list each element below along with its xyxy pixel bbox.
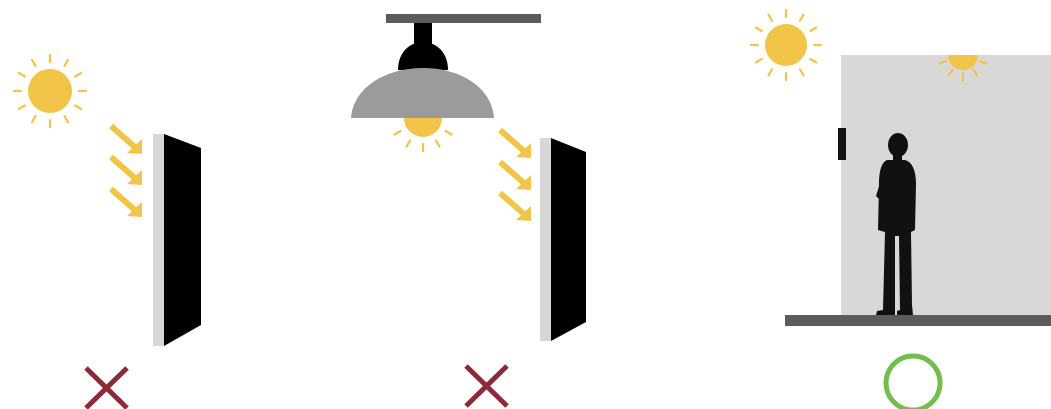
circle-icon [883, 353, 943, 409]
sun-ray [74, 71, 83, 78]
sun-ray [938, 60, 948, 65]
lamp-socket [398, 42, 448, 70]
lamp-shade [351, 68, 494, 118]
sun-ray [30, 115, 37, 124]
person-body [876, 160, 916, 315]
scene-direct-sunlight [12, 53, 201, 409]
person-silhouette [876, 133, 916, 315]
sun-ray [17, 71, 26, 78]
sun-ray [767, 13, 774, 22]
wall-sun-icon [938, 55, 988, 82]
sun-disc [28, 69, 72, 113]
arrow-icon [109, 186, 142, 217]
arrow-shaft [498, 127, 527, 155]
person-head [888, 133, 908, 157]
arrow-shaft [109, 154, 138, 182]
light-arrows [109, 123, 142, 217]
sun-ray [30, 58, 37, 67]
cross-icon [84, 366, 129, 409]
sun-ray [754, 26, 763, 33]
sun-ray [809, 57, 818, 64]
sun-ray [947, 68, 954, 77]
sun-ray [393, 129, 402, 136]
sun-icon [749, 8, 823, 82]
sun-ray [978, 60, 988, 65]
sun-ray [63, 115, 70, 124]
sun-ray [444, 129, 453, 136]
ceiling-bar [386, 14, 541, 23]
panel-face [551, 138, 586, 341]
panel-edge [540, 138, 551, 341]
scene-ceiling-lamp [351, 14, 586, 408]
arrow-icon [498, 190, 531, 221]
sun-disc [765, 24, 807, 66]
display-panel [153, 134, 201, 346]
person-arm [876, 180, 885, 200]
sun-ray [434, 139, 441, 148]
sun-ray [405, 139, 412, 148]
half-sun-disc [948, 55, 978, 70]
arrow-head [516, 206, 531, 221]
panel-face [164, 134, 201, 346]
light-arrows [498, 127, 531, 221]
sun-ray [754, 57, 763, 64]
scene-indoor-wall [749, 8, 1051, 409]
sun-ray [809, 26, 818, 33]
sun-ray [17, 104, 26, 111]
lamp-icon [351, 23, 494, 153]
sun-ray [767, 68, 774, 77]
arrow-icon [498, 159, 531, 190]
arrow-shaft [109, 123, 138, 151]
bulb-glow [404, 118, 442, 137]
sun-ray [972, 68, 979, 77]
bulb-icon [393, 118, 453, 153]
arrow-shaft [109, 186, 138, 214]
wall [841, 55, 1051, 317]
wall-mounted-panel [838, 128, 846, 160]
arrow-icon [109, 123, 142, 154]
floor [785, 315, 1051, 326]
person-neck [893, 154, 902, 162]
sun-ray [63, 58, 70, 67]
arrow-icon [498, 127, 531, 158]
arrow-head [127, 139, 142, 154]
arrow-head [516, 143, 531, 158]
arrow-shaft [498, 159, 527, 187]
arrow-head [127, 202, 142, 217]
arrow-head [127, 170, 142, 185]
sun-ray [74, 104, 83, 111]
sun-ray [798, 68, 805, 77]
arrow-icon [109, 154, 142, 185]
cross-icon [464, 364, 509, 408]
sun-ray [798, 13, 805, 22]
panel-edge [153, 134, 164, 346]
arrow-shaft [498, 190, 527, 218]
sun-icon [12, 53, 88, 129]
display-panel [540, 138, 586, 341]
arrow-head [516, 175, 531, 190]
